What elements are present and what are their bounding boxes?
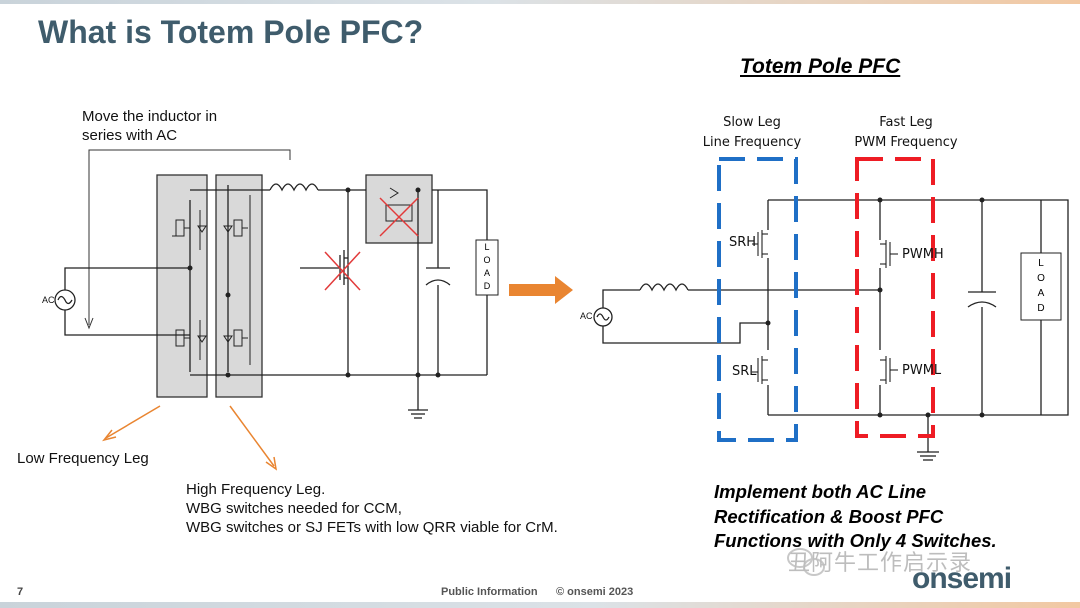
switch-label-pwml: PWML <box>902 363 942 378</box>
load-letter: O <box>1037 273 1045 284</box>
onsemi-logo: onsemi <box>912 562 1012 595</box>
slow-leg-title: Slow Leg <box>723 115 781 130</box>
left-junctions <box>187 187 441 378</box>
bridge-switches <box>172 195 251 365</box>
left-load-label: L O A D <box>476 241 498 293</box>
low-frequency-leg-box <box>156 174 208 398</box>
transition-arrow <box>509 276 573 304</box>
orange-pointer-arrows <box>102 405 278 471</box>
right-switches <box>752 230 898 384</box>
summary-line-2: Rectification & Boost PFC <box>714 505 944 527</box>
right-circuit <box>593 199 1069 461</box>
summary-text: Implement both AC Line Rectification & B… <box>714 480 997 554</box>
switch-label-pwmh: PWMH <box>902 247 944 262</box>
load-letter: A <box>483 268 490 278</box>
slide-title: What is Totem Pole PFC? <box>38 14 424 50</box>
low-frequency-leg-label: Low Frequency Leg <box>17 450 149 467</box>
cross-marks <box>324 197 419 291</box>
annotation-leader-arrow <box>84 317 94 330</box>
fast-leg-title: Fast Leg <box>879 115 933 130</box>
diagram-subtitle: Totem Pole PFC <box>740 55 901 78</box>
annotation-line-2: series with AC <box>82 127 178 144</box>
load-letter: A <box>1037 288 1045 299</box>
high-frequency-leg-box <box>215 174 263 398</box>
watermark-text: 丑阿牛工作启示录 <box>788 550 973 575</box>
right-junctions <box>765 197 985 418</box>
page-number: 7 <box>17 586 24 598</box>
left-ac-sine <box>57 295 73 305</box>
load-letter: D <box>1037 303 1045 314</box>
fast-leg-dashed-box <box>855 157 935 438</box>
wechat-icon <box>787 548 825 576</box>
left-load-box <box>475 239 499 296</box>
fast-leg-frequency: PWM Frequency <box>854 135 958 150</box>
high-frequency-leg-notes: High Frequency Leg. WBG switches needed … <box>186 480 558 537</box>
slow-leg-label: Slow Leg Line Frequency <box>700 113 804 153</box>
right-inductor <box>639 283 689 292</box>
top-accent-bar <box>0 0 1080 4</box>
load-letter: L <box>484 242 490 252</box>
left-ac-label: AC <box>42 295 55 305</box>
slow-leg-dashed-box <box>717 157 798 442</box>
load-letter: D <box>483 281 491 291</box>
left-circuit <box>54 149 499 419</box>
high-freq-line-3: WBG switches or SJ FETs with low QRR via… <box>186 519 558 536</box>
fast-leg-label: Fast Leg PWM Frequency <box>846 113 966 153</box>
crossed-diode-box <box>365 174 433 244</box>
load-letter: O <box>483 255 491 265</box>
inductor-annotation: Move the inductor in series with AC <box>82 107 217 145</box>
summary-line-1: Implement both AC Line <box>714 481 927 502</box>
switch-label-srh: SRH <box>729 235 757 250</box>
left-inductor <box>269 183 319 192</box>
annotation-leader <box>88 149 291 325</box>
annotation-line-1: Move the inductor in <box>82 108 218 125</box>
bottom-accent-bar <box>0 602 1080 608</box>
switch-label-srl: SRL <box>732 364 757 379</box>
right-load-label: L O A D <box>1021 256 1061 316</box>
right-ac-label: AC <box>580 311 593 321</box>
copyright-label: © onsemi 2023 <box>556 586 634 598</box>
high-freq-line-1: High Frequency Leg. <box>186 481 326 498</box>
load-letter: L <box>1038 258 1044 269</box>
classification-label: Public Information <box>441 586 538 598</box>
summary-line-3: Functions with Only 4 Switches. <box>714 530 997 551</box>
high-freq-line-2: WBG switches needed for CCM, <box>186 500 402 517</box>
slow-leg-frequency: Line Frequency <box>702 135 802 150</box>
